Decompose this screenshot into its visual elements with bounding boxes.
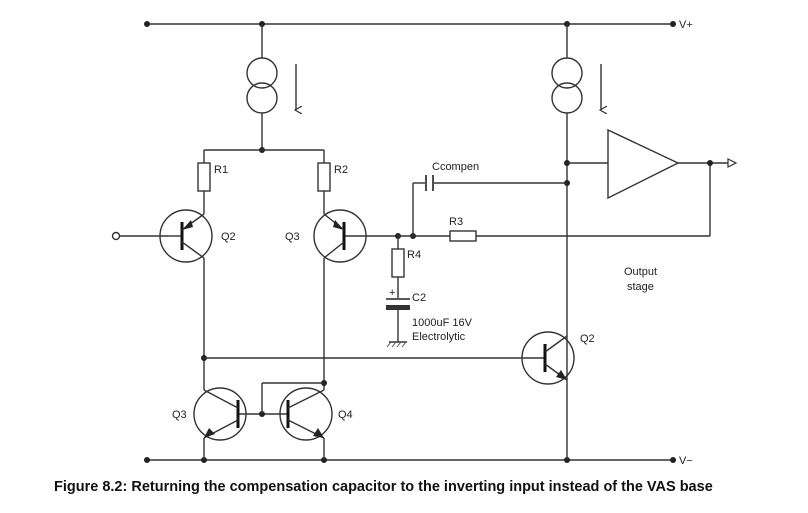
resistor-r3-label: R3 xyxy=(449,216,463,228)
diff-pair-top-wiring xyxy=(203,149,325,214)
transistor-q2-input xyxy=(159,209,213,263)
negative-supply-rail xyxy=(144,457,676,463)
positive-supply-rail xyxy=(144,21,676,27)
output-stage-label-line2: stage xyxy=(627,281,654,293)
transistor-q3-input xyxy=(313,209,398,263)
output-stage-label-line1: Output xyxy=(624,266,657,278)
transistor-q4-mirror-label: Q4 xyxy=(338,409,353,421)
resistor-r1-label: R1 xyxy=(214,164,228,176)
positive-rail-label: V+ xyxy=(679,19,693,31)
diff-pair-collector-wiring xyxy=(201,258,545,390)
transistor-q3-mirror xyxy=(193,387,247,441)
capacitor-c2 xyxy=(386,298,410,348)
transistor-q2-vas xyxy=(521,331,575,385)
resistor-r2-label: R2 xyxy=(334,164,348,176)
capacitor-c2-label: C2 xyxy=(412,292,426,304)
capacitor-c2-polarity: + xyxy=(389,287,395,299)
tail-current-source xyxy=(246,24,278,153)
transistor-q2-vas-label: Q2 xyxy=(580,333,595,345)
negative-rail-label: V− xyxy=(679,455,693,467)
resistor-r4-label: R4 xyxy=(407,249,421,261)
output-stage-buffer xyxy=(567,128,738,200)
vas-current-source xyxy=(551,24,583,460)
resistor-r3 xyxy=(449,230,477,242)
capacitor-c2-value: 1000uF 16V xyxy=(412,317,473,329)
resistor-r2 xyxy=(317,162,331,192)
capacitor-c2-type: Electrolytic xyxy=(412,331,466,343)
transistor-q3-mirror-label: Q3 xyxy=(172,409,187,421)
capacitor-ccompen xyxy=(425,175,434,191)
capacitor-ccompen-label: Ccompen xyxy=(432,161,479,173)
feedback-network-wiring xyxy=(395,163,711,298)
current-mirror-wiring xyxy=(203,382,325,460)
transistor-q2-input-label: Q2 xyxy=(221,231,236,243)
resistor-r4 xyxy=(391,248,405,278)
transistor-q3-input-label: Q3 xyxy=(285,231,300,243)
resistor-r1 xyxy=(197,162,211,192)
figure-caption: Figure 8.2: Returning the compensation c… xyxy=(54,479,713,495)
transistor-q4-mirror xyxy=(279,387,333,441)
